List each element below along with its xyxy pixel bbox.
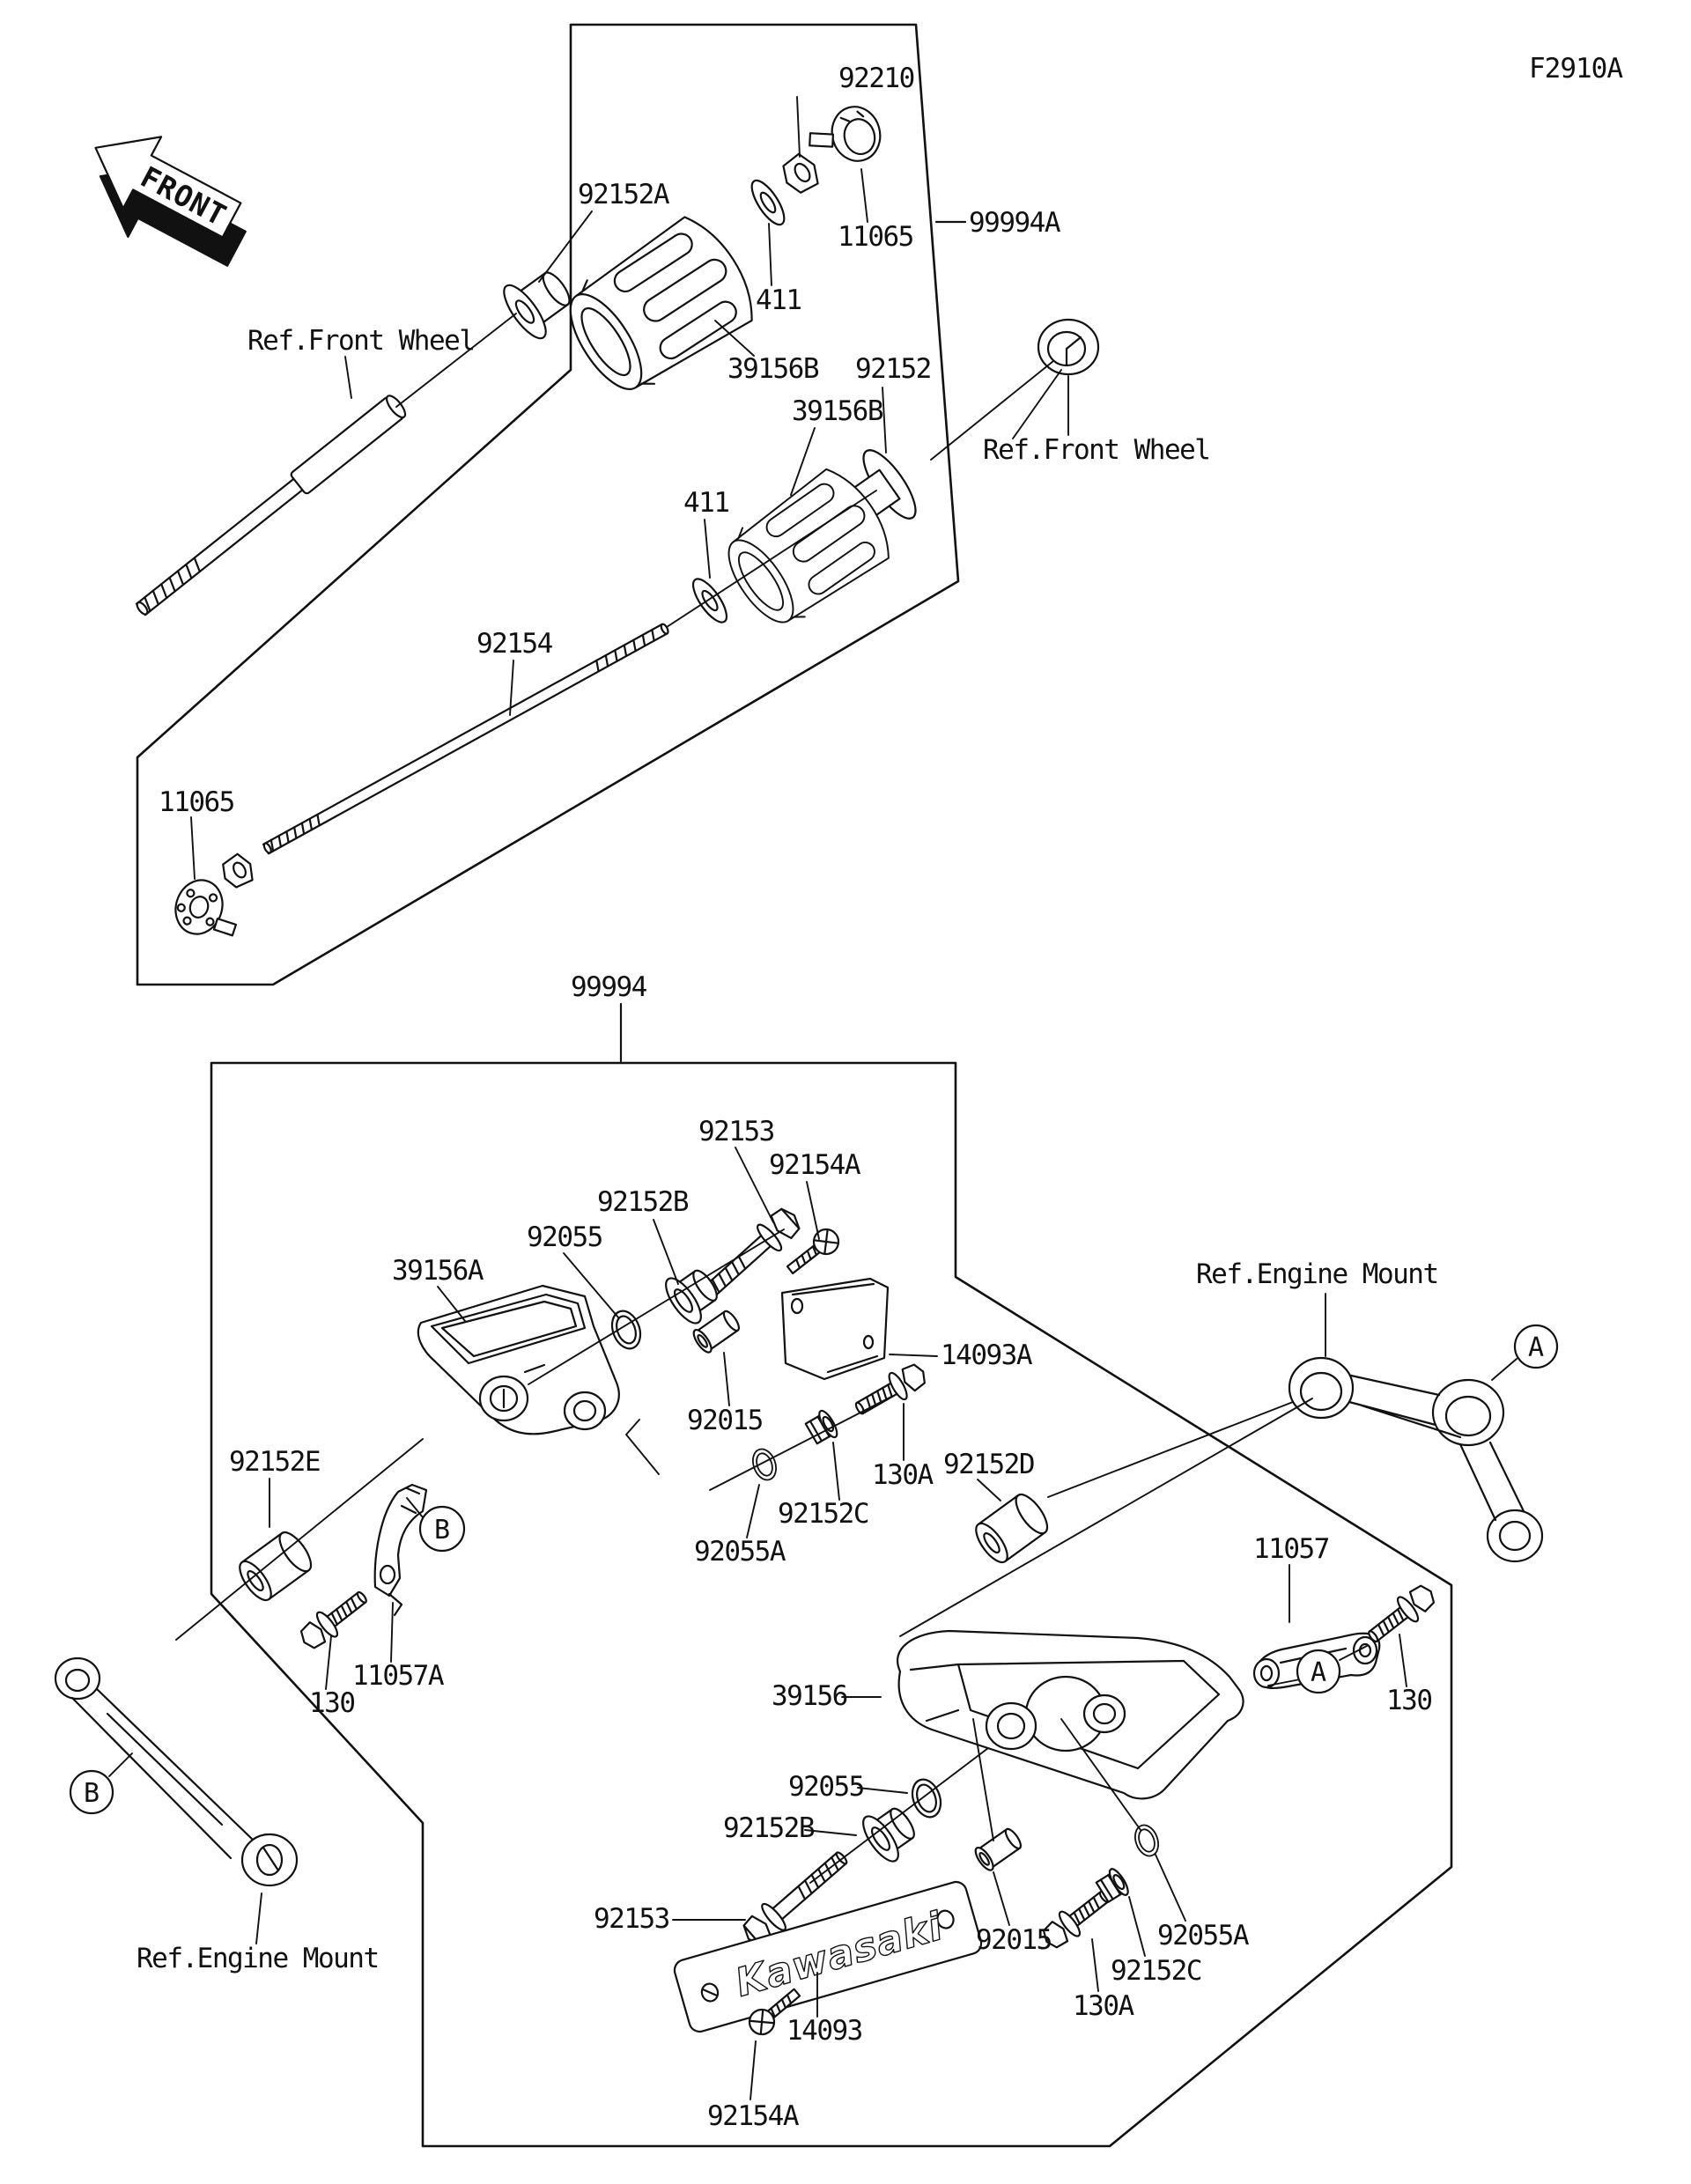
part-label-130a: 130A: [872, 1459, 934, 1491]
part-label-39156b: 39156B: [727, 353, 819, 385]
part-label-92153: 92153: [698, 1116, 775, 1147]
front-axle-reference: [135, 395, 407, 616]
bolt-130-left: [293, 1583, 374, 1656]
part-label-92154a: 92154A: [707, 2100, 799, 2132]
plate-14093-kawasaki: Kawasaki: [673, 1880, 983, 2033]
callout-letter: A: [1311, 1657, 1326, 1688]
part-label-92152a: 92152A: [578, 179, 669, 210]
part-label-14093: 14093: [786, 2015, 863, 2047]
bolt-130A-upper: [849, 1357, 932, 1424]
part-label-39156b: 39156B: [792, 395, 883, 427]
part-label-92152b: 92152B: [597, 1186, 689, 1218]
part-label-92152: 92152: [855, 353, 932, 385]
engine-mount-right-reference: [1288, 1356, 1544, 1563]
figure-code: F2910A: [1529, 53, 1623, 85]
callout-circle-B-bracket: B: [418, 1505, 466, 1553]
part-label-130: 130: [309, 1687, 356, 1719]
slider-39156A: [417, 1284, 620, 1435]
part-label-11065: 11065: [159, 786, 235, 818]
nut-92152C-upper: [802, 1407, 842, 1448]
oring-92055A-upper: [748, 1444, 781, 1485]
washer-411-first: [744, 174, 792, 231]
washer-411-second: [686, 572, 734, 629]
cap-11065-lower: [174, 852, 254, 937]
callout-letter: A: [1528, 1332, 1544, 1363]
part-label-11057a: 11057A: [352, 1660, 444, 1692]
front-direction-arrow: FRONT: [94, 136, 247, 267]
sleeve-92015-lower: [971, 1824, 1026, 1874]
part-label-92055a: 92055A: [1157, 1920, 1249, 1952]
nut-92210: [782, 152, 819, 194]
part-label-92055a: 92055A: [694, 1536, 786, 1568]
part-label-130a: 130A: [1073, 1990, 1134, 2022]
part-label-411: 411: [756, 284, 802, 316]
part-label-92015: 92015: [687, 1405, 764, 1436]
callout-circle-B-left-mount: B: [69, 1769, 114, 1815]
part-label-92152b: 92152B: [723, 1812, 815, 1844]
leader-lines: [108, 96, 1517, 2100]
bushing-92152B-lower: [855, 1797, 925, 1868]
part-label-11057: 11057: [1253, 1533, 1330, 1565]
rod-92154: [262, 623, 669, 855]
part-label-92152c: 92152C: [778, 1498, 869, 1530]
part-label-92154: 92154: [476, 628, 553, 660]
oring-92055-lower: [906, 1774, 947, 1822]
part-label-14093a: 14093A: [941, 1339, 1032, 1371]
reference-label-ref-front-wheel: Ref.Front Wheel: [247, 325, 476, 357]
part-label-92152c: 92152C: [1111, 1955, 1202, 1987]
cap-11065-upper: [809, 106, 882, 162]
part-label-92154a: 92154A: [769, 1149, 860, 1181]
part-label-92152d: 92152D: [943, 1449, 1035, 1480]
part-label-39156a: 39156A: [392, 1255, 484, 1287]
part-label-39156: 39156: [772, 1680, 848, 1712]
part-label-99994a: 99994A: [969, 207, 1060, 239]
callout-letter: B: [434, 1515, 450, 1546]
part-label-92210: 92210: [838, 63, 915, 94]
part-label-92055: 92055: [788, 1771, 865, 1803]
part-label-411: 411: [683, 487, 730, 519]
oring-92055A-lower: [1130, 1820, 1163, 1861]
collar-92152A: [503, 271, 571, 340]
lower-kit-boundary-99994: [210, 1002, 1453, 2148]
bracket-11057A: [373, 1483, 428, 1617]
reference-label-ref-front-wheel: Ref.Front Wheel: [983, 434, 1211, 466]
reference-label-ref-engine-mount: Ref.Engine Mount: [137, 1943, 380, 1974]
callout-circle-A-bracket: A: [1296, 1649, 1341, 1694]
part-label-92152e: 92152E: [229, 1446, 321, 1478]
engine-mount-left-reference: [54, 1656, 299, 1887]
collar-92152E: [233, 1526, 318, 1606]
upper-kit-boundary-99994A: [136, 23, 967, 986]
part-label-11065: 11065: [838, 221, 914, 253]
callout-circle-A-right-mount: A: [1513, 1324, 1559, 1369]
oring-92055-upper: [606, 1306, 646, 1354]
part-label-92055: 92055: [527, 1221, 603, 1253]
part-label-92015: 92015: [976, 1924, 1052, 1956]
slider-39156: [896, 1629, 1244, 1800]
bracket-14093A: [780, 1277, 890, 1381]
part-label-130: 130: [1386, 1685, 1433, 1716]
part-label-92153: 92153: [594, 1903, 670, 1935]
reference-label-ref-engine-mount: Ref.Engine Mount: [1196, 1258, 1439, 1290]
callout-letter: B: [84, 1778, 100, 1809]
part-label-99994: 99994: [571, 971, 647, 1003]
